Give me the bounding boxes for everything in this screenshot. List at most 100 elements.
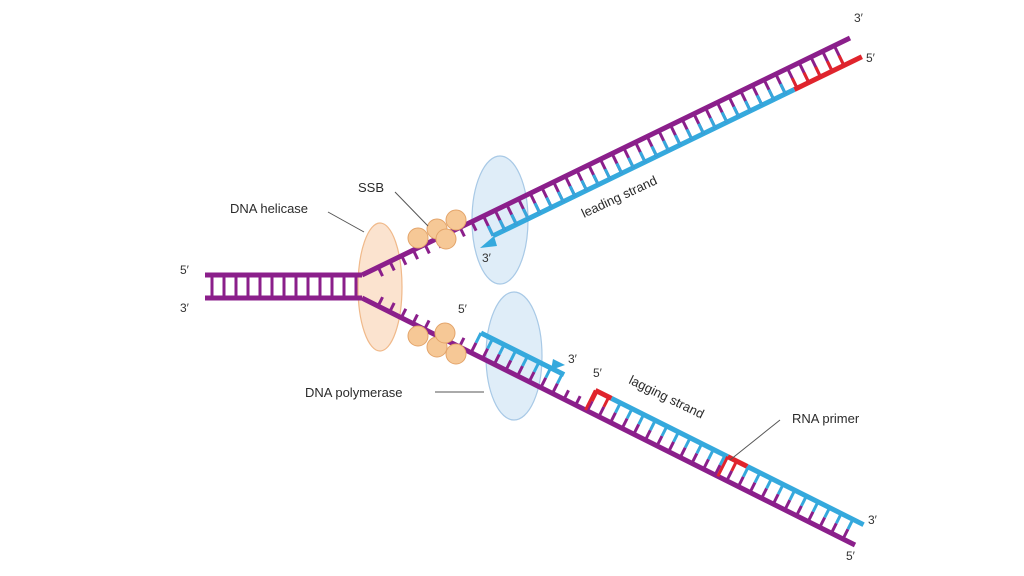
base-pair-rung — [497, 343, 506, 356]
end-label-top-right-lower: 5′ — [866, 51, 876, 65]
base-pair-rung — [720, 111, 729, 123]
end-label-lagging-fragment-end: 3′ — [568, 352, 578, 366]
dna-strands — [205, 35, 865, 548]
rna-primer-cap — [716, 455, 730, 477]
base-pair-rung — [771, 493, 780, 505]
base-pair-rung — [592, 174, 600, 186]
base-pair-rung — [557, 191, 565, 203]
end-label-leading-arrow: 3′ — [482, 251, 492, 265]
base-pair-rung — [551, 382, 559, 395]
base-pair-rung — [568, 185, 577, 197]
end-label-bottom-right-lower: 5′ — [846, 549, 856, 563]
base-pair-rung — [802, 71, 811, 84]
base-pair-rung — [744, 100, 752, 112]
base-pair-rung — [521, 208, 530, 220]
base-pair-rung — [627, 157, 635, 169]
ssb-leader — [394, 191, 429, 227]
base-pair-rung — [585, 400, 594, 412]
base-pair-rung — [846, 518, 855, 530]
base-pair-rung — [527, 371, 536, 383]
base-pair-rung — [725, 470, 734, 482]
base-pair-rung — [562, 389, 570, 400]
base-pair-rung — [748, 481, 757, 494]
base-pair-rung — [662, 140, 670, 152]
base-pair-rung — [783, 499, 792, 511]
base-pair-rung — [660, 425, 669, 437]
base-pair-rung — [625, 408, 634, 420]
base-pair-rung — [423, 243, 431, 255]
base-pair-rung — [695, 442, 704, 455]
base-pair-rung — [767, 88, 776, 101]
base-pair-rung — [737, 476, 745, 488]
base-pair-rung — [492, 353, 501, 365]
base-pair-rung — [678, 446, 687, 459]
rna-primer-label: RNA primer — [792, 411, 860, 426]
base-pair-rung — [690, 452, 699, 464]
base-pair-rung — [709, 117, 717, 129]
base-pair-rung — [376, 296, 384, 307]
base-pair-rung — [632, 423, 641, 435]
base-pair-rung — [590, 390, 599, 402]
base-pair-rung — [650, 145, 659, 157]
base-pair-rung — [707, 448, 715, 460]
base-pair-rung — [400, 255, 408, 266]
dna-polymerase-label: DNA polymerase — [305, 385, 403, 400]
rna-primer-segment — [793, 54, 863, 92]
dna-helicase-label: DNA helicase — [230, 201, 308, 216]
base-pair-rung — [556, 373, 564, 385]
base-pair-rung — [510, 213, 518, 226]
rna-primer-leader — [729, 419, 781, 461]
ssb-label: SSB — [358, 180, 384, 195]
base-pair-rung — [755, 94, 764, 106]
base-pair-rung — [814, 66, 822, 78]
base-pair-rung — [753, 472, 762, 484]
base-pair-rung — [779, 83, 787, 95]
base-pair-rung — [806, 511, 815, 523]
base-pair-rung — [823, 507, 831, 519]
lagging-fragment-arrowhead — [551, 359, 565, 370]
base-pair-rung — [713, 464, 722, 476]
base-pair-rung — [841, 528, 850, 540]
end-label-top-right-upper: 3′ — [854, 11, 864, 25]
base-pair-rung — [637, 413, 645, 426]
base-pair-rung — [788, 489, 797, 501]
base-pair-rung — [486, 338, 494, 350]
base-pair-rung — [509, 349, 518, 361]
base-pair-rung — [649, 419, 657, 431]
ssb-protein — [407, 325, 429, 347]
base-pair-rung — [818, 516, 827, 529]
base-pair-rung — [533, 202, 542, 214]
base-pair-rung — [539, 377, 548, 389]
base-pair-rung — [545, 196, 553, 209]
leading-strand-label: leading strand — [579, 173, 659, 221]
base-pair-rung — [683, 437, 692, 449]
base-pair-rung — [609, 412, 617, 424]
base-pair-rung — [481, 347, 489, 360]
base-pair-rung — [544, 367, 553, 379]
leading-strand-arrowhead — [480, 236, 497, 248]
base-pair-rung — [574, 395, 582, 406]
dna-helicase-enzyme — [357, 222, 403, 352]
end-label-lagging-second-start: 5′ — [593, 366, 603, 380]
lagging-strand-fragment — [479, 330, 566, 377]
base-pair-rung — [469, 342, 478, 354]
base-pair-rung — [730, 460, 738, 472]
end-label-lagging-fragment-start: 5′ — [458, 302, 468, 316]
base-pair-rung — [521, 355, 529, 367]
base-pair-rung — [411, 249, 419, 260]
base-pair-rung — [376, 266, 384, 277]
base-pair-rung — [620, 417, 629, 430]
base-pair-rung — [602, 396, 611, 408]
ssb-proteins — [407, 209, 467, 365]
base-pair-rung — [673, 134, 682, 146]
base-pair-rung — [837, 54, 846, 67]
base-pair-rung — [765, 477, 773, 490]
base-pair-rung — [702, 458, 710, 470]
base-pair-rung — [834, 512, 843, 525]
base-pair-rung — [603, 168, 612, 180]
base-pair-rung — [486, 225, 495, 237]
ssb-protein — [435, 228, 457, 250]
ssb-protein — [445, 343, 467, 365]
rna-primer-cap — [584, 389, 597, 411]
base-pair-rung — [800, 495, 808, 507]
